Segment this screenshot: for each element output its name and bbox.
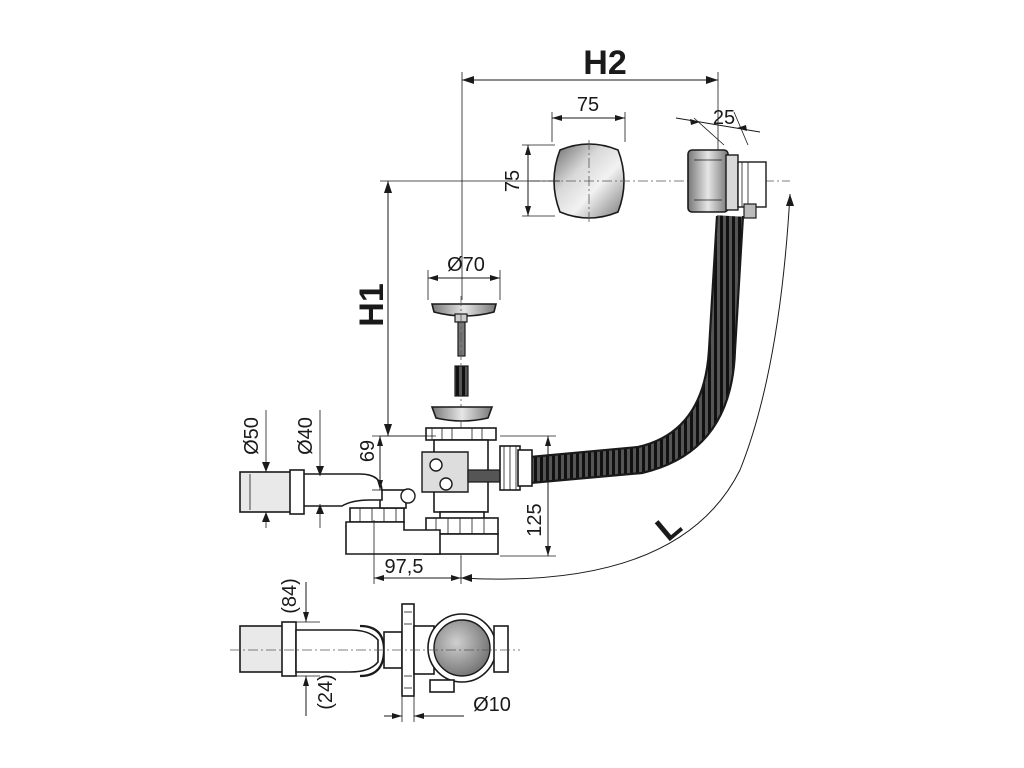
dim-125: 125: [500, 435, 556, 557]
height-125-label: 125: [524, 503, 546, 536]
dim-97-5: 97,5: [373, 520, 462, 584]
h1-label: H1: [353, 283, 391, 326]
length-l-label: L: [649, 506, 689, 548]
height-69-label: 69: [357, 440, 379, 462]
plan-10-label: Ø10: [473, 694, 511, 716]
plan-84-label: (84): [279, 578, 301, 614]
overflow-depth-label: 25: [713, 107, 735, 129]
flexible-hose: [499, 215, 745, 491]
h1-dimension: H1: [353, 180, 560, 437]
drain-diameter-label: Ø70: [447, 254, 485, 276]
drain-body: [421, 406, 501, 555]
plan-24-label: (24): [315, 674, 337, 710]
spring-piston: [454, 365, 469, 397]
length-l: L: [460, 193, 794, 582]
outlet-40-label: Ø40: [295, 417, 317, 455]
trap-body: [345, 488, 441, 555]
overflow-cap-front: 75 75: [502, 94, 790, 222]
h2-label: H2: [583, 44, 626, 82]
cap-width-label: 75: [577, 94, 599, 116]
h2-dimension: H2: [461, 44, 719, 300]
offset-97-5-label: 97,5: [385, 556, 424, 578]
outlet-50-label: Ø50: [241, 417, 263, 455]
outlet-pipe: Ø50 Ø40: [239, 410, 383, 528]
dim-69: 69: [357, 435, 436, 491]
plan-view: (84) (24) Ø10: [230, 578, 520, 722]
overflow-side: 25: [675, 107, 767, 219]
